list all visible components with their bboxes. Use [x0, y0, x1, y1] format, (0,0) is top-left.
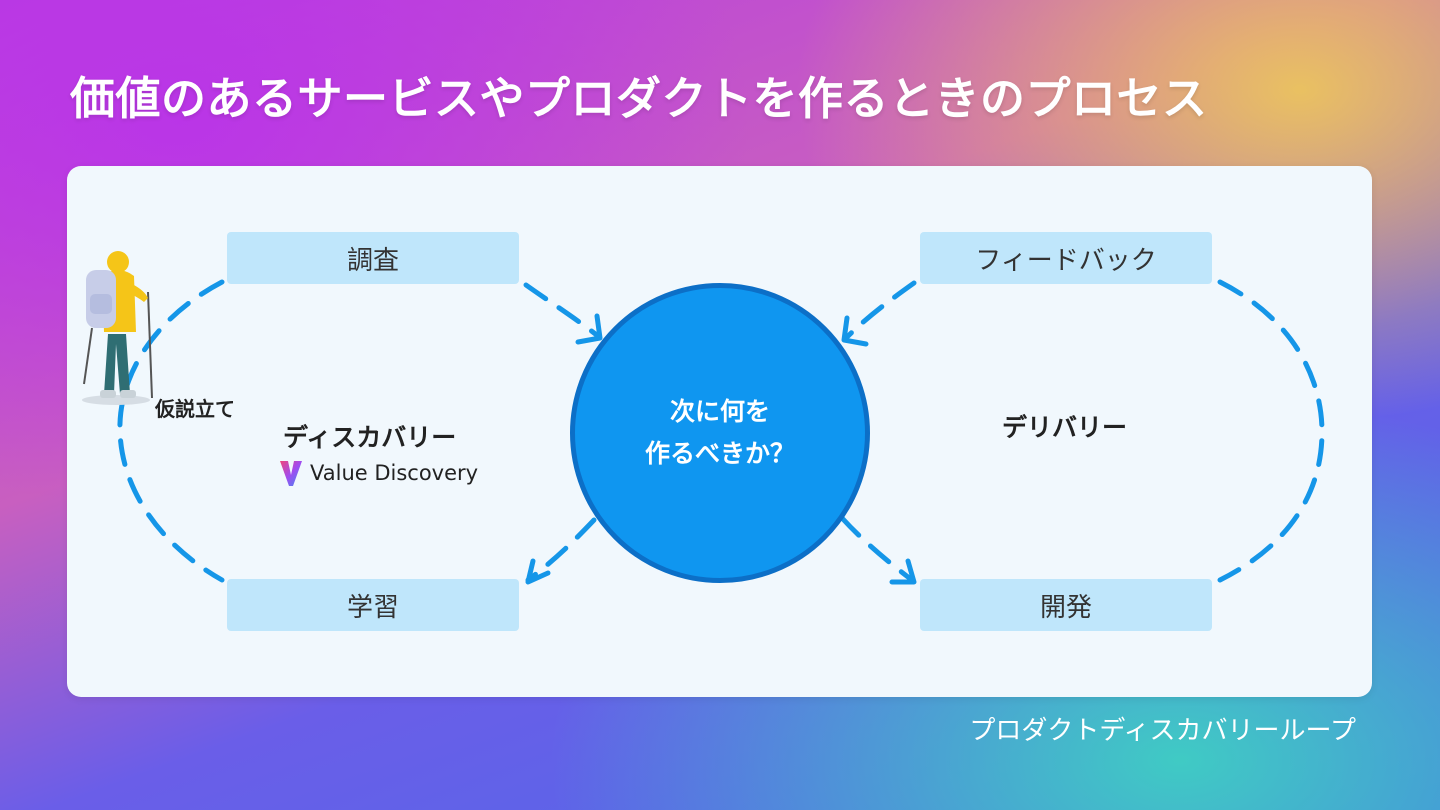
step-research: 調査: [227, 232, 519, 284]
hiker-illustration: [82, 251, 153, 405]
arrowhead-learning: [525, 558, 551, 585]
research-to-hub-arrow: [523, 282, 601, 339]
hub-circle: 次に何を 作るべきか？: [570, 283, 870, 583]
value-discovery-brand: Value Discovery: [278, 458, 478, 488]
hub-text-line2: 作るべきか？: [644, 439, 795, 468]
step-feedback: フィードバック: [920, 232, 1212, 284]
hub-to-learning-arrow: [525, 517, 597, 583]
diagram-caption: プロダクトディスカバリーループ: [969, 716, 1356, 746]
discovery-label: ディスカバリー: [283, 423, 457, 452]
arrowhead-research: [575, 313, 603, 345]
page-title: 価値のあるサービスやプロダクトを作るときのプロセス: [70, 72, 1208, 125]
arrowhead-feedback: [841, 315, 869, 347]
hub-to-development-arrow: [839, 515, 915, 583]
brand-name: Value Discovery: [310, 461, 479, 485]
step-learning: 学習: [227, 579, 519, 631]
arrowhead-development: [889, 558, 917, 585]
step-development: 開発: [920, 579, 1212, 631]
delivery-label: デリバリー: [1002, 413, 1128, 442]
value-discovery-logo-icon: [280, 461, 302, 486]
hub-text-line1: 次に何を: [669, 397, 770, 426]
feedback-to-hub-arrow: [843, 280, 917, 341]
delivery-right-arc: [1217, 279, 1325, 583]
hypothesis-label: 仮説立て: [155, 397, 235, 421]
